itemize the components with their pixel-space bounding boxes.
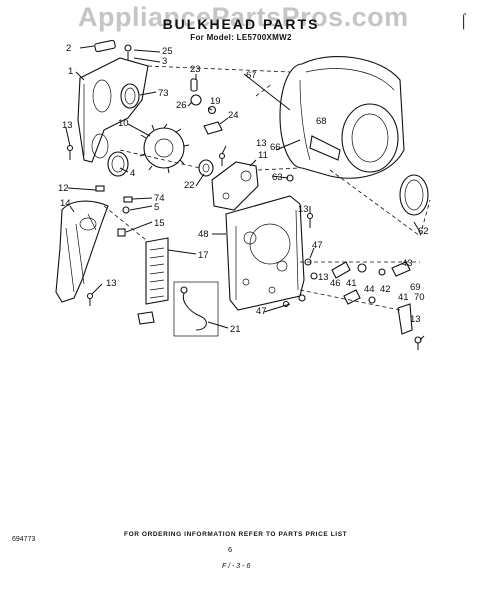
document-id: 694773 [12,536,36,543]
diagram-title: BULKHEAD PARTS [162,16,320,32]
callout: 2 [66,43,71,54]
model-line: For Model: LE5700XMW2 [190,33,292,42]
callout: 13 [106,278,117,289]
part-strip [94,39,116,53]
part-hardware-chain [282,258,422,350]
callout: 5 [154,202,159,213]
callout: 14 [60,198,71,209]
ordering-note: FOR ORDERING INFORMATION REFER TO PARTS … [124,531,348,538]
callout: 62 [418,226,429,237]
part-front-bulkhead [225,195,305,311]
part-front-seal [399,174,429,216]
callout: 63 [272,172,283,183]
callout: 12 [58,183,69,194]
callout: 47 [312,240,323,251]
part-screw-top [124,44,132,60]
callout: 19 [210,96,221,107]
callout: 3 [162,56,167,67]
callout: 21 [230,324,241,335]
callout: 17 [198,250,209,261]
part-rear-panel [77,57,149,163]
callout: 11 [258,150,268,161]
callout: 13 [410,314,421,325]
part-seal-ring [120,83,140,109]
callout: 25 [162,46,173,57]
callout: 70 [414,292,425,303]
page-number: 6 [228,545,233,554]
callout: 68 [316,116,327,127]
callout: 13 [256,138,267,149]
callout: 22 [184,180,195,191]
callout: 69 [410,282,421,293]
callout: 4 [130,168,135,179]
corner-mark: ⌠ [459,12,468,28]
callout: 47 [256,306,267,317]
callout: 15 [154,218,165,229]
callout: 46 [330,278,341,289]
callout: 13 [318,272,329,283]
callout: 1 [68,66,73,77]
callout-labels: 2 25 3 1 73 23 67 26 19 24 10 68 13 13 1… [58,43,429,335]
callout: 67 [246,70,257,81]
part-bracket-plate [211,161,259,211]
part-duct [55,200,109,303]
callout: 73 [158,88,169,99]
figure-code: F / - 3 - 6 [222,563,251,570]
callout: 13 [298,204,309,215]
callout: 41 [346,278,357,289]
callout: 23 [190,64,201,75]
part-drum [279,56,405,179]
callout: 10 [118,118,129,129]
part-collar [198,159,214,177]
callout: 41 [398,292,409,303]
part-heater-element [137,237,169,325]
callout: 13 [62,120,73,131]
callout: 48 [198,229,209,240]
assembly-guide-lines [103,65,431,311]
callout: 44 [364,284,375,295]
part-small-fasteners [95,185,133,237]
callout: 42 [380,284,391,295]
part-bearing-group [190,94,223,135]
part-ring [107,151,129,177]
leader-lines [65,45,425,341]
callout: 66 [270,142,281,153]
callout: 26 [176,100,187,111]
callout: 24 [228,110,239,121]
part-harness-box [173,281,219,337]
callout: 43 [402,258,413,269]
watermark: AppliancePartsPros.com [78,2,409,32]
part-blower-wheel [139,123,190,174]
part-pin [190,78,198,92]
callout: 74 [154,193,165,204]
